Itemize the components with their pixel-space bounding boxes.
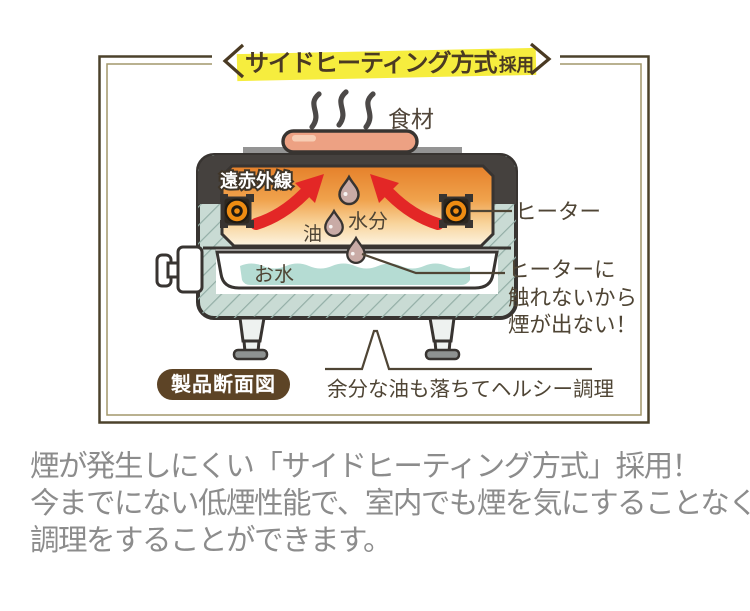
droplet-top-icon (338, 174, 360, 206)
title-banner: サイドヒーティング方式 採用 (212, 40, 560, 82)
heater-left-icon (220, 194, 254, 228)
title-suffix: 採用 (499, 55, 534, 75)
no-smoke-line1: ヒーターに (508, 258, 616, 282)
far-infrared-label: 遠赤外線 (220, 170, 292, 191)
tray-handle (155, 245, 204, 294)
water-label: お水 (254, 263, 294, 286)
bracket-right-icon (529, 42, 552, 76)
heater-right-icon (439, 194, 473, 228)
description-paragraph: 煙が発生しにくい「サイドヒーティング方式」採用！ 今までにない低煙性能で、室内で… (30, 450, 750, 557)
no-smoke-line3: 煙が出ない！ (508, 313, 637, 337)
water (240, 263, 470, 285)
no-smoke-line2: 触れないから (508, 286, 637, 310)
moisture-label: 水分 (348, 210, 388, 233)
droplet-bottom-icon (346, 235, 366, 265)
heater-label: ヒーター (515, 200, 601, 224)
healthy-bracket-line (325, 329, 592, 371)
title-main: サイドヒーティング方式 (245, 49, 498, 77)
droplet-middle-icon (324, 208, 344, 238)
badge-label: 製品断面図 (171, 372, 276, 396)
cross-section-badge: 製品断面図 (157, 369, 290, 400)
title-highlight (236, 47, 537, 82)
bracket-left-icon (222, 43, 245, 79)
no-smoke-callout-line (361, 252, 505, 275)
heat-arrows-icon (250, 174, 444, 230)
legs (232, 316, 461, 361)
healthy-note: 余分な油も落ちてヘルシー調理 (327, 378, 614, 401)
food-illustration (281, 129, 419, 154)
oil-label: 油 (303, 223, 322, 245)
description-line1: 煙が発生しにくい「サイドヒーティング方式」採用！ (30, 450, 700, 483)
description-line3: 調理をすることができます。 (30, 524, 391, 557)
steam-icon (309, 89, 376, 130)
description-line2: 今までにない低煙性能で、室内でも煙を気にすることなく (30, 487, 750, 520)
food-label: 食材 (388, 106, 434, 132)
